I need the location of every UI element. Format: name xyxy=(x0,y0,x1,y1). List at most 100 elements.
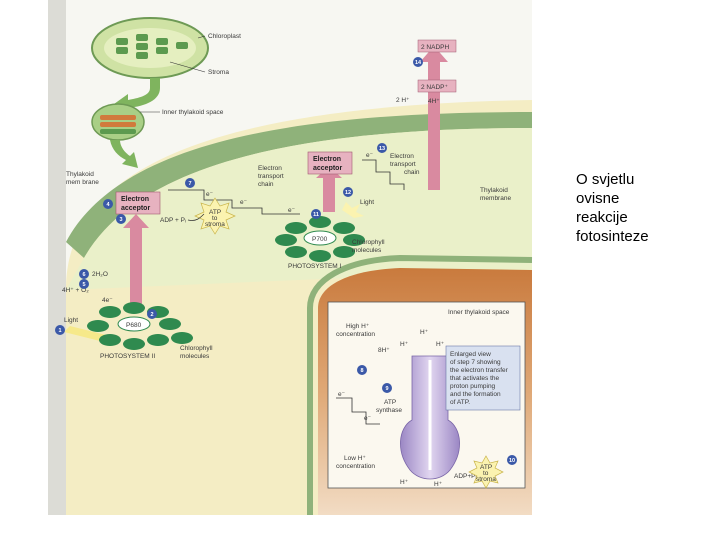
step-13-number: 13 xyxy=(379,146,385,152)
chloroplast-inner xyxy=(104,28,196,68)
p680-center xyxy=(117,316,151,332)
electron-acceptor-psII xyxy=(115,191,161,215)
h-plus-3: H⁺ xyxy=(436,341,445,348)
h-plus-bottom-2: H⁺ xyxy=(434,481,443,488)
etc-mid-label-2: transport xyxy=(258,173,284,180)
scan-left-edge xyxy=(48,0,66,515)
step-marker-11 xyxy=(311,209,321,219)
four-h-o2-label: 4H⁺ + O₂ xyxy=(62,287,89,294)
thylakoid-membrane-left-label-1: Thylakoid xyxy=(66,171,94,178)
two-h-label: 2 H⁺ xyxy=(396,97,410,104)
step-marker-8 xyxy=(357,365,367,375)
step-12-number: 12 xyxy=(345,190,351,196)
step-10-number: 10 xyxy=(509,458,515,464)
photosystem-2-label: PHOTOSYSTEM II xyxy=(100,353,155,360)
etc-staircase-top xyxy=(362,159,405,190)
step-7-number: 7 xyxy=(188,181,191,187)
step-8-number: 8 xyxy=(360,368,363,374)
step-marker-1 xyxy=(55,325,65,335)
atp-bottom-starburst xyxy=(468,455,504,489)
thylakoid-stack-icon xyxy=(91,103,145,141)
step-6-number: 6 xyxy=(82,272,85,278)
electron-acceptor-psI-label-1: Electron xyxy=(313,156,341,163)
enlarged-view-line-7: of ATP. xyxy=(450,399,470,406)
h-plus-1: H⁺ xyxy=(420,329,429,336)
p700-center xyxy=(303,230,337,246)
e-minus-top: e⁻ xyxy=(366,152,374,159)
chlorophyll-left-label-1: Chlorophyll xyxy=(180,345,213,352)
atp-label-1: ATP xyxy=(209,209,221,216)
step-11-number: 11 xyxy=(313,212,319,218)
two-h2o-label: 2H₂O xyxy=(92,271,108,278)
enlarged-view-line-6: and the formation xyxy=(450,391,501,398)
e-minus-box-2: e⁻ xyxy=(364,415,372,422)
thylakoid-membrane-left-label-2: mem brane xyxy=(66,179,99,186)
chloroplast-label: Chloroplast xyxy=(208,33,241,40)
enlarged-view-line-5: proton pumping xyxy=(450,383,496,390)
step-marker-7 xyxy=(185,178,195,188)
nadph-label: 2 NADPH xyxy=(421,44,449,51)
high-h-label-2: concentration xyxy=(336,331,375,338)
adp-to-atp-arrow xyxy=(187,213,205,221)
enlarged-view-line-2: of step 7 showing xyxy=(450,359,501,366)
photosystem-1-cluster xyxy=(275,216,365,262)
adp-pi-label: ADP + Pᵢ xyxy=(160,217,186,224)
atp-bottom-label-2: to xyxy=(483,470,489,477)
p700-label: P700 xyxy=(312,236,328,243)
electron-acceptor-psII-label-2: acceptor xyxy=(121,205,150,212)
caption-line-4: fotosinteze xyxy=(576,228,649,245)
step-marker-3 xyxy=(116,214,126,224)
step-4-number: 4 xyxy=(106,202,110,208)
high-h-label-1: High H⁺ xyxy=(346,323,370,330)
step-3-number: 3 xyxy=(119,217,122,223)
p680-label: P680 xyxy=(126,322,142,329)
stroma-label: Stroma xyxy=(208,69,229,76)
h-plus-2: H⁺ xyxy=(400,341,409,348)
step-marker-4 xyxy=(103,199,113,209)
inner-thylakoid-label: Inner thylakoid space xyxy=(448,309,510,316)
photosystem-1-label: PHOTOSYSTEM I xyxy=(288,263,342,270)
step-marker-6 xyxy=(79,269,89,279)
etc-staircase-box xyxy=(336,397,380,425)
light-right-label: Light xyxy=(360,199,374,206)
thylakoid-membrane-right-label-1: Thylakoid xyxy=(480,187,508,194)
electron-acceptor-psI xyxy=(307,151,353,175)
eight-h-label: 8H⁺ xyxy=(378,347,390,354)
low-h-label-1: Low H⁺ xyxy=(344,455,366,462)
electron-acceptor-psII-label-1: Electron xyxy=(121,196,149,203)
nadp-label: 2 NADP⁺ xyxy=(421,84,448,91)
thylakoid-membrane-right-label-2: membrane xyxy=(480,195,511,202)
atp-synthase-label-1: ATP xyxy=(384,399,396,406)
e-minus-mid-2: e⁻ xyxy=(240,199,248,206)
atp-bottom-label-1: ATP xyxy=(480,464,492,471)
step-14-number: 14 xyxy=(415,60,422,66)
caption-line-2: ovisne xyxy=(576,190,620,207)
step-2-number: 2 xyxy=(150,312,153,318)
step-marker-5 xyxy=(79,279,89,289)
psII-up-arrow xyxy=(123,214,149,310)
step-markers: 1 2 3 4 5 6 7 8 9 10 11 12 13 14 xyxy=(55,57,517,465)
etc-top-label-3: chain xyxy=(404,169,420,176)
atp-starburst xyxy=(194,197,236,235)
photosystem-2-cluster xyxy=(87,302,193,350)
e-minus-mid-3: e⁻ xyxy=(288,207,296,214)
enlarged-view-line-1: Enlarged view xyxy=(450,351,491,358)
step-5-number: 5 xyxy=(82,282,85,288)
step-9-number: 9 xyxy=(385,386,388,392)
four-e-label: 4e⁻ xyxy=(102,297,113,304)
chlorophyll-right-label-2: molecules xyxy=(352,247,382,254)
enlarged-view-line-3: the electron transfer xyxy=(450,367,509,374)
electron-acceptor-psI-label-2: acceptor xyxy=(313,165,342,172)
nadph-box xyxy=(417,39,457,53)
etc-mid-label-3: chain xyxy=(258,181,274,188)
step-1-number: 1 xyxy=(58,328,61,334)
grana-stacks xyxy=(116,34,188,59)
e-minus-mid-1: e⁻ xyxy=(206,191,214,198)
thylakoid-membrane-band xyxy=(66,112,532,258)
chlorophyll-left-label-2: molecules xyxy=(180,353,210,360)
step-marker-12 xyxy=(343,187,353,197)
nadp-box xyxy=(417,79,457,93)
step-marker-2 xyxy=(147,309,157,319)
